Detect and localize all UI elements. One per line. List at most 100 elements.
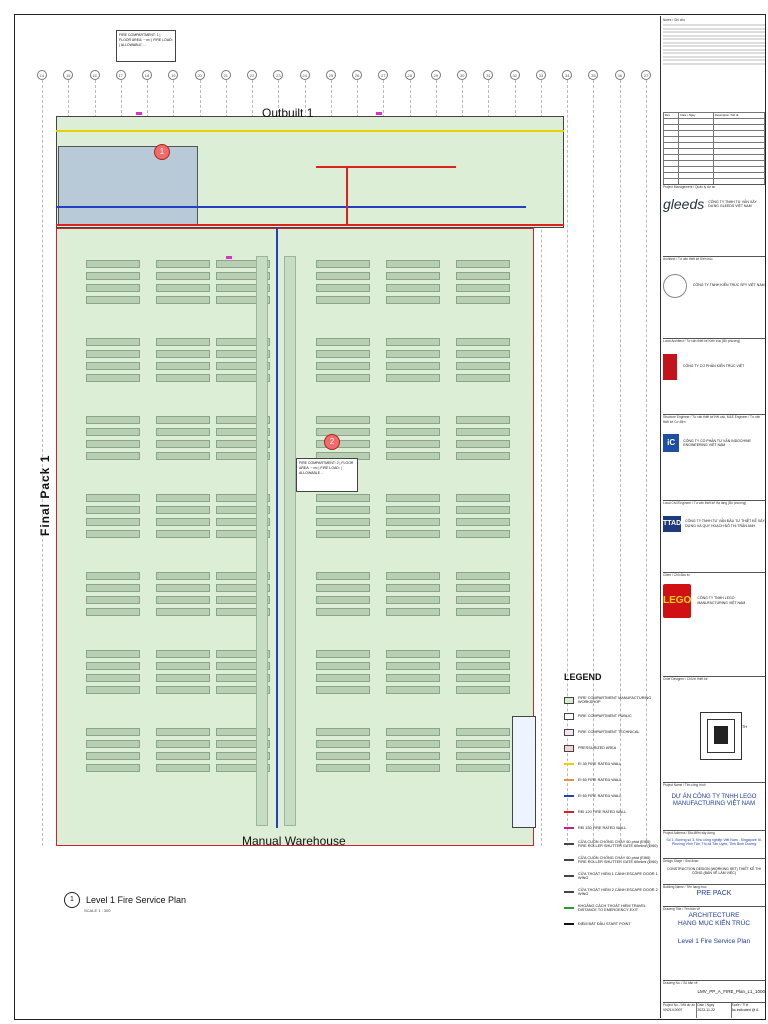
grid-bubble: 28	[404, 70, 415, 80]
aisle-strip	[284, 256, 296, 826]
storage-rack	[386, 350, 440, 358]
storage-rack	[456, 572, 510, 580]
storage-rack	[316, 662, 370, 670]
storage-rack	[156, 452, 210, 460]
compartment-1-note: FIRE COMPARTMENT: 1 | FLOOR AREA: ~ m² |…	[116, 30, 176, 62]
legend-label: FIRE COMPARTMENT MANUFACTURING WORKSHOP	[578, 695, 652, 705]
grid-bubble: 27	[378, 70, 389, 80]
storage-rack	[216, 350, 270, 358]
storage-rack	[456, 764, 510, 772]
storage-rack	[316, 284, 370, 292]
storage-rack	[156, 608, 210, 616]
storage-rack	[386, 608, 440, 616]
plan-number-circle: 1	[64, 892, 80, 908]
legend-item: FIRE COMPARTMENT MANUFACTURING WORKSHOP	[564, 692, 658, 708]
storage-rack	[156, 260, 210, 268]
storage-rack	[156, 596, 210, 604]
storage-rack	[456, 740, 510, 748]
plan-scale: SCALE 1 : 300	[84, 908, 111, 913]
storage-rack	[456, 584, 510, 592]
architect-label: Architect / Tư vấn thiết kế Kiến trúc	[663, 257, 713, 261]
grid-bubble: 14	[37, 70, 47, 80]
storage-rack	[156, 428, 210, 436]
date-label: Date / Ngày	[697, 1003, 715, 1007]
storage-rack	[386, 440, 440, 448]
plan-title-text: Level 1 Fire Service Plan	[86, 895, 187, 905]
ei-30-wall	[56, 130, 564, 132]
storage-rack	[316, 608, 370, 616]
project-name-section: Project Name / Tên công trình DỰ ÁN CÔNG…	[663, 782, 765, 830]
storage-rack	[156, 374, 210, 382]
storage-rack	[386, 416, 440, 424]
legend-line-icon	[564, 907, 574, 909]
storage-rack	[316, 374, 370, 382]
storage-rack	[86, 296, 140, 304]
structure-section: Structure Engineer / Tư vấn thiết kế Kết…	[663, 414, 765, 500]
storage-rack	[216, 584, 270, 592]
storage-rack	[316, 518, 370, 526]
storage-rack	[386, 650, 440, 658]
scale: As indicated @ A	[731, 1007, 759, 1012]
storage-rack	[386, 752, 440, 760]
storage-rack	[316, 584, 370, 592]
project-name: DỰ ÁN CÔNG TY TNHH LEGO MANUFACTURING VI…	[671, 793, 757, 807]
storage-rack	[216, 518, 270, 526]
rei-120-wall-vertical	[346, 166, 348, 226]
legend-item: CỬA CUỐN CHỐNG CHÁY 60 phút (EI60) FIRE …	[564, 852, 658, 868]
grid-bubble: 31	[483, 70, 494, 80]
storage-rack	[456, 260, 510, 268]
storage-rack	[156, 416, 210, 424]
notes-header: Notes / Ghi chú	[663, 18, 685, 22]
grid-bubble: 36	[614, 70, 625, 80]
storage-rack	[216, 440, 270, 448]
client-label: Client / Chủ đầu tư	[663, 573, 690, 577]
gleeds-company: CÔNG TY TNHH TƯ VẤN XÂY DỰNG GLEEDS VIỆT…	[708, 199, 757, 209]
storage-rack	[386, 662, 440, 670]
storage-rack	[156, 572, 210, 580]
grid-bubble: 30	[457, 70, 468, 80]
storage-rack	[316, 740, 370, 748]
storage-rack	[386, 428, 440, 436]
legend-label: CỬA THOÁT HIỂM 2 CÁNH ESCAPE DOOR 2 WING	[578, 887, 658, 897]
storage-rack	[316, 728, 370, 736]
storage-rack	[316, 260, 370, 268]
storage-rack	[216, 284, 270, 292]
storage-rack	[386, 296, 440, 304]
design-stage-section: Design Stage / Giai đoạn CONSTRUCTION DE…	[663, 858, 765, 884]
grid-bubble: 18	[142, 70, 153, 80]
storage-rack	[86, 674, 140, 682]
storage-rack	[386, 674, 440, 682]
grid-line	[42, 80, 43, 846]
storage-rack	[316, 674, 370, 682]
office-block	[58, 146, 198, 226]
local-architect-logo	[663, 353, 677, 380]
stair-core	[512, 716, 536, 828]
drawing-title-section: Drawing Title / Tên bản vẽ ARCHITECTURE …	[663, 906, 765, 980]
storage-rack	[86, 272, 140, 280]
storage-rack	[216, 572, 270, 580]
storage-rack	[86, 284, 140, 292]
legend-item: PRESSURIZED AREA	[564, 740, 658, 756]
storage-rack	[386, 338, 440, 346]
storage-rack	[456, 494, 510, 502]
storage-rack	[216, 752, 270, 760]
storage-rack	[316, 596, 370, 604]
storage-rack	[456, 452, 510, 460]
grid-bubble: 25	[325, 70, 336, 80]
sheet-border	[14, 14, 766, 1020]
lego-logo: LEGO	[663, 583, 692, 618]
storage-rack	[86, 686, 140, 694]
storage-rack	[156, 728, 210, 736]
local-civil-label: Local Civil Engineer / Tư vấn thiết kế H…	[663, 501, 747, 505]
grid-bubble: 22	[247, 70, 258, 80]
legend-line-icon	[564, 779, 574, 781]
rei-120-wall-inner	[316, 166, 456, 168]
legend-item: CỬA THOÁT HIỂM 2 CÁNH ESCAPE DOOR 2 WING	[564, 884, 658, 900]
storage-rack	[216, 272, 270, 280]
legend-line-icon	[564, 923, 574, 925]
grid-line	[540, 80, 542, 846]
key-plan	[700, 712, 742, 760]
storage-rack	[156, 440, 210, 448]
